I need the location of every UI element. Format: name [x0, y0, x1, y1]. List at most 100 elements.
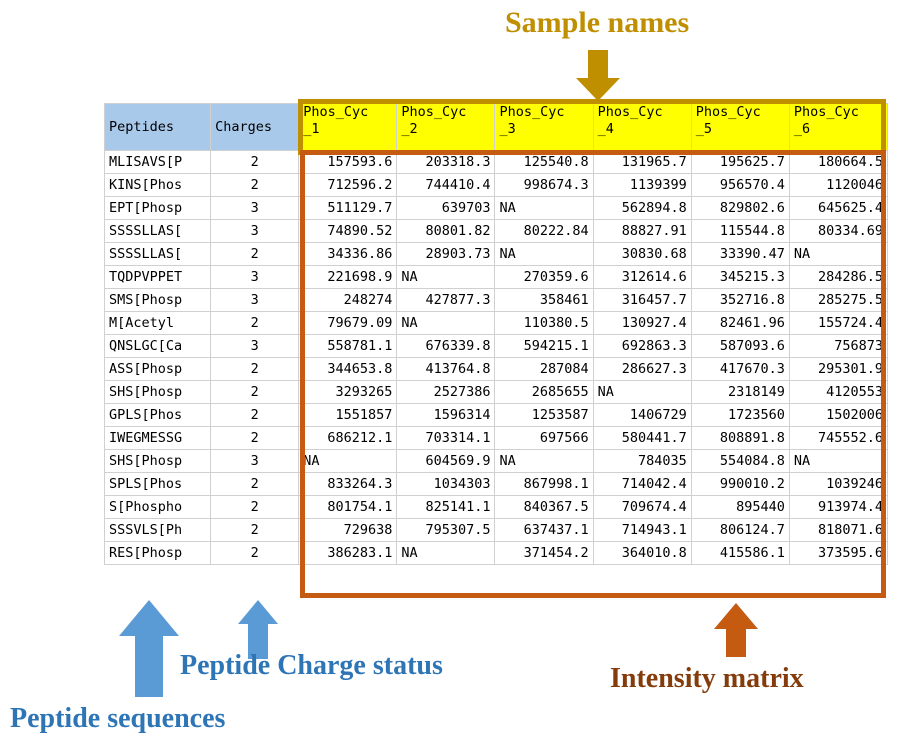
cell-intensity[interactable]: 998674.3 [494, 173, 594, 197]
cell-intensity[interactable]: 639703 [396, 196, 496, 220]
cell-intensity-na[interactable]: NA [494, 242, 594, 266]
cell-peptide[interactable]: SHS[Phosp [103, 449, 212, 473]
cell-intensity[interactable]: 157593.6 [298, 150, 398, 174]
cell-intensity[interactable]: 80222.84 [494, 219, 594, 243]
cell-charge[interactable]: 2 [210, 495, 300, 519]
cell-intensity[interactable]: 795307.5 [396, 518, 496, 542]
cell-charge[interactable]: 3 [210, 219, 300, 243]
column-header-charges[interactable]: Charges [210, 103, 300, 151]
cell-intensity[interactable]: 840367.5 [494, 495, 594, 519]
cell-intensity[interactable]: 744410.4 [396, 173, 496, 197]
cell-intensity[interactable]: 80801.82 [396, 219, 496, 243]
cell-intensity[interactable]: 270359.6 [494, 265, 594, 289]
column-header-sample-6[interactable]: Phos_Cyc _6 [788, 103, 889, 151]
cell-intensity-na[interactable]: NA [396, 265, 496, 289]
cell-intensity[interactable]: 74890.52 [298, 219, 398, 243]
cell-intensity-na[interactable]: NA [396, 311, 496, 335]
cell-charge[interactable]: 2 [210, 242, 300, 266]
cell-intensity[interactable]: 203318.3 [396, 150, 496, 174]
cell-peptide[interactable]: QNSLGC[Ca [103, 334, 212, 358]
cell-intensity[interactable]: 88827.91 [592, 219, 692, 243]
cell-intensity[interactable]: 818071.6 [788, 518, 889, 542]
cell-charge[interactable]: 3 [210, 265, 300, 289]
cell-intensity[interactable]: 371454.2 [494, 541, 594, 565]
cell-peptide[interactable]: SSSSLLAS[ [103, 242, 212, 266]
cell-intensity[interactable]: 703314.1 [396, 426, 496, 450]
cell-intensity[interactable]: 709674.4 [592, 495, 692, 519]
cell-intensity[interactable]: 131965.7 [592, 150, 692, 174]
cell-intensity[interactable]: 1034303 [396, 472, 496, 496]
cell-intensity[interactable]: 697566 [494, 426, 594, 450]
cell-intensity-na[interactable]: NA [788, 242, 889, 266]
cell-charge[interactable]: 2 [210, 357, 300, 381]
cell-intensity-na[interactable]: NA [396, 541, 496, 565]
cell-charge[interactable]: 2 [210, 426, 300, 450]
cell-intensity[interactable]: 2527386 [396, 380, 496, 404]
cell-peptide[interactable]: SHS[Phosp [103, 380, 212, 404]
column-header-sample-4[interactable]: Phos_Cyc _4 [592, 103, 692, 151]
cell-intensity[interactable]: 990010.2 [690, 472, 790, 496]
cell-intensity[interactable]: 645625.4 [788, 196, 889, 220]
cell-intensity[interactable]: 829802.6 [690, 196, 790, 220]
cell-intensity[interactable]: 756873 [788, 334, 889, 358]
cell-intensity[interactable]: 286627.3 [592, 357, 692, 381]
cell-intensity[interactable]: 386283.1 [298, 541, 398, 565]
cell-intensity[interactable]: 587093.6 [690, 334, 790, 358]
cell-peptide[interactable]: RES[Phosp [103, 541, 212, 565]
cell-intensity[interactable]: 1039246 [788, 472, 889, 496]
cell-peptide[interactable]: S[Phospho [103, 495, 212, 519]
cell-intensity[interactable]: 352716.8 [690, 288, 790, 312]
cell-intensity[interactable]: 373595.6 [788, 541, 889, 565]
cell-intensity[interactable]: 580441.7 [592, 426, 692, 450]
cell-intensity[interactable]: 833264.3 [298, 472, 398, 496]
cell-intensity[interactable]: 427877.3 [396, 288, 496, 312]
cell-intensity[interactable]: 33390.47 [690, 242, 790, 266]
cell-intensity-na[interactable]: NA [592, 380, 692, 404]
cell-intensity[interactable]: 125540.8 [494, 150, 594, 174]
cell-intensity-na[interactable]: NA [494, 196, 594, 220]
column-header-sample-3[interactable]: Phos_Cyc _3 [494, 103, 594, 151]
column-header-sample-1[interactable]: Phos_Cyc _1 [298, 103, 398, 151]
column-header-sample-2[interactable]: Phos_Cyc _2 [396, 103, 496, 151]
cell-intensity[interactable]: 28903.73 [396, 242, 496, 266]
cell-intensity-na[interactable]: NA [298, 449, 398, 473]
column-header-peptides[interactable]: Peptides [103, 103, 212, 151]
cell-peptide[interactable]: IWEGMESSG [103, 426, 212, 450]
cell-intensity[interactable]: 511129.7 [298, 196, 398, 220]
cell-intensity[interactable]: 676339.8 [396, 334, 496, 358]
cell-charge[interactable]: 2 [210, 541, 300, 565]
cell-intensity[interactable]: 801754.1 [298, 495, 398, 519]
cell-peptide[interactable]: SSSSLLAS[ [103, 219, 212, 243]
cell-intensity[interactable]: 692863.3 [592, 334, 692, 358]
cell-intensity[interactable]: 562894.8 [592, 196, 692, 220]
cell-intensity[interactable]: 637437.1 [494, 518, 594, 542]
cell-intensity[interactable]: 417670.3 [690, 357, 790, 381]
cell-intensity[interactable]: 180664.5 [788, 150, 889, 174]
cell-intensity[interactable]: 312614.6 [592, 265, 692, 289]
cell-intensity[interactable]: 808891.8 [690, 426, 790, 450]
cell-intensity[interactable]: 364010.8 [592, 541, 692, 565]
cell-peptide[interactable]: SMS[Phosp [103, 288, 212, 312]
cell-intensity[interactable]: 558781.1 [298, 334, 398, 358]
cell-intensity[interactable]: 867998.1 [494, 472, 594, 496]
cell-intensity[interactable]: 745552.6 [788, 426, 889, 450]
cell-intensity[interactable]: 248274 [298, 288, 398, 312]
cell-intensity[interactable]: 285275.5 [788, 288, 889, 312]
cell-intensity[interactable]: 594215.1 [494, 334, 594, 358]
cell-intensity[interactable]: 80334.69 [788, 219, 889, 243]
cell-intensity[interactable]: 115544.8 [690, 219, 790, 243]
cell-charge[interactable]: 2 [210, 150, 300, 174]
column-header-sample-5[interactable]: Phos_Cyc _5 [690, 103, 790, 151]
cell-peptide[interactable]: GPLS[Phos [103, 403, 212, 427]
cell-intensity[interactable]: 686212.1 [298, 426, 398, 450]
cell-charge[interactable]: 3 [210, 334, 300, 358]
